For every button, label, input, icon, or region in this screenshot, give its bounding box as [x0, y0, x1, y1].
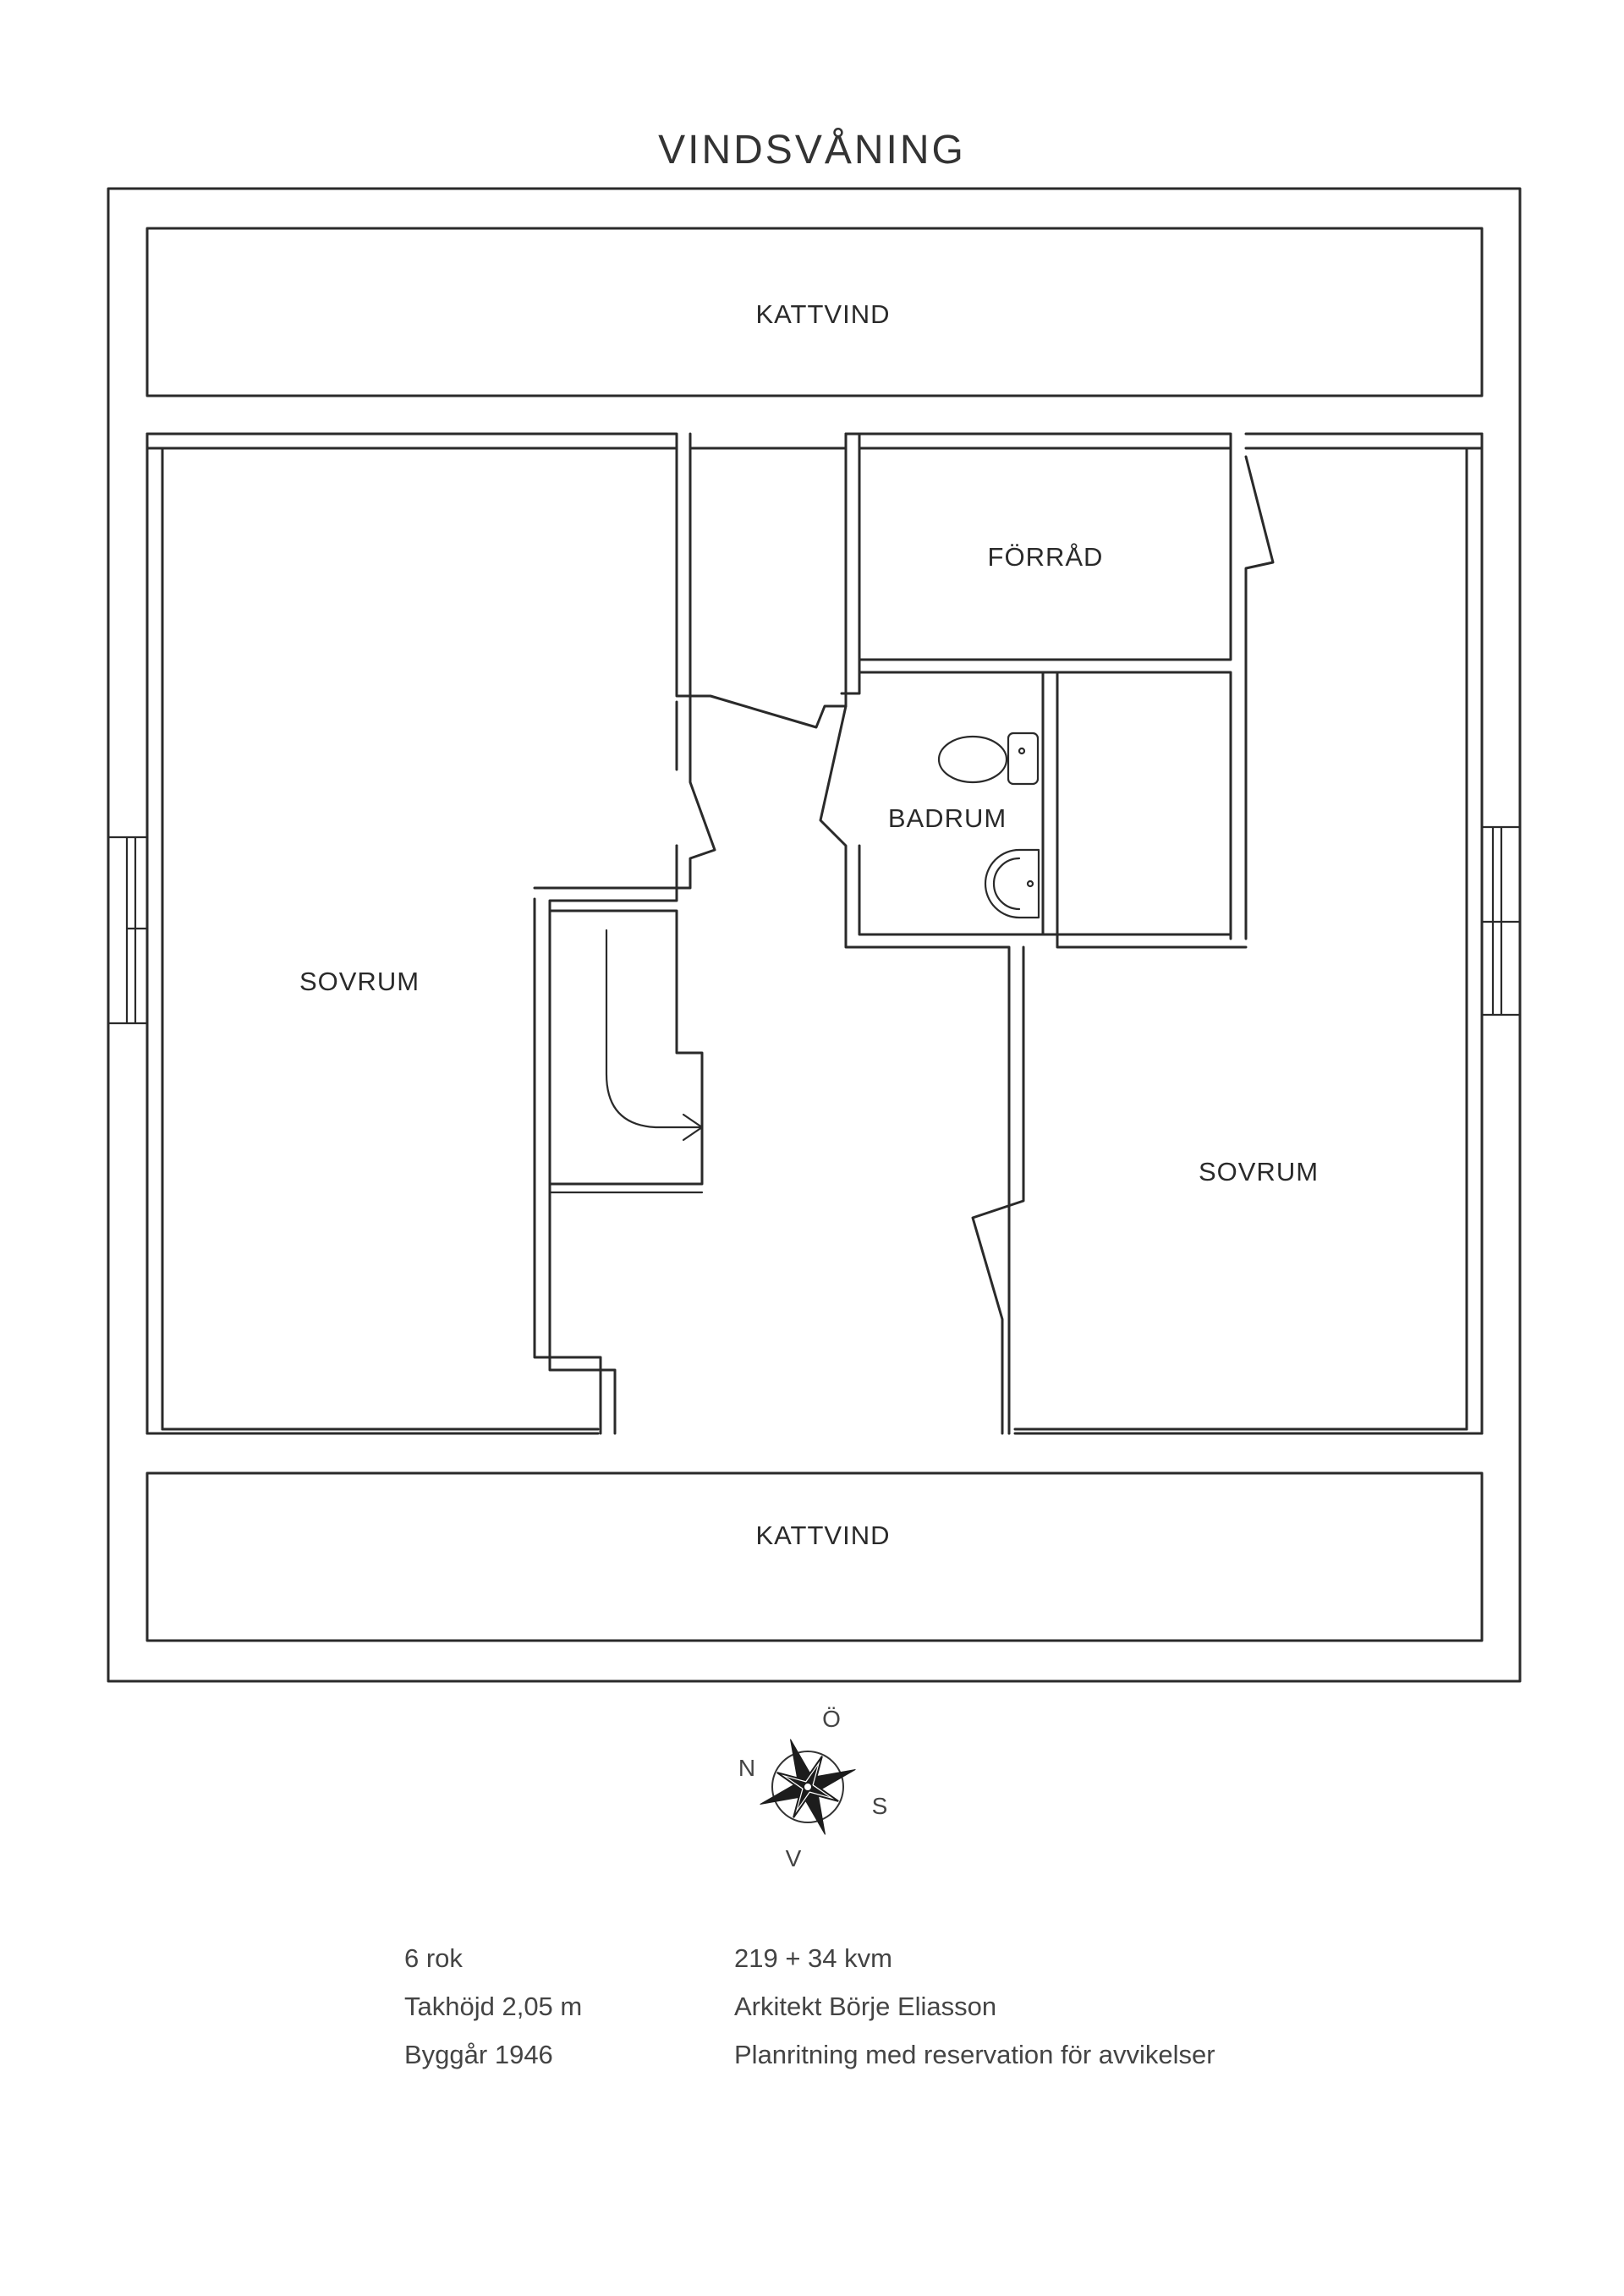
room-label-badrum: BADRUM [887, 803, 1007, 833]
room-label-sovrum-right: SOVRUM [1198, 1157, 1320, 1186]
page-title: VINDSVÅNING [658, 128, 966, 173]
sink-icon [984, 848, 1040, 919]
compass-east-label: Ö [822, 1706, 841, 1732]
outer-wall [107, 187, 1522, 1683]
room-label-sovrum-left: SOVRUM [299, 967, 420, 996]
compass-south-label: S [871, 1793, 888, 1819]
toilet-icon [937, 732, 1040, 786]
kattvind-top-room [145, 227, 1484, 397]
apartment-walls [145, 432, 1484, 1435]
info-area: 219 + 34 kvm [734, 1943, 892, 1973]
info-ceiling-height: Takhöjd 2,05 m [404, 1992, 583, 2021]
compass-rose-icon [760, 1739, 856, 1835]
kattvind-bottom-room [145, 1471, 1484, 1642]
info-disclaimer: Planritning med reservation för avvikels… [734, 2040, 1215, 2069]
info-rooms: 6 rok [404, 1943, 463, 1973]
info-build-year: Byggår 1946 [404, 2040, 553, 2069]
compass-west-label: V [785, 1845, 802, 1871]
compass-north-label: N [738, 1755, 756, 1781]
interior-walls [533, 432, 1275, 1435]
stair-arrow [605, 929, 704, 1142]
info-architect: Arkitekt Börje Eliasson [734, 1992, 997, 2021]
room-label-forrad: FÖRRÅD [987, 542, 1104, 572]
windows [107, 825, 1522, 1025]
room-label-kattvind-bottom: KATTVIND [755, 1521, 891, 1550]
room-label-kattvind-top: KATTVIND [755, 299, 891, 329]
